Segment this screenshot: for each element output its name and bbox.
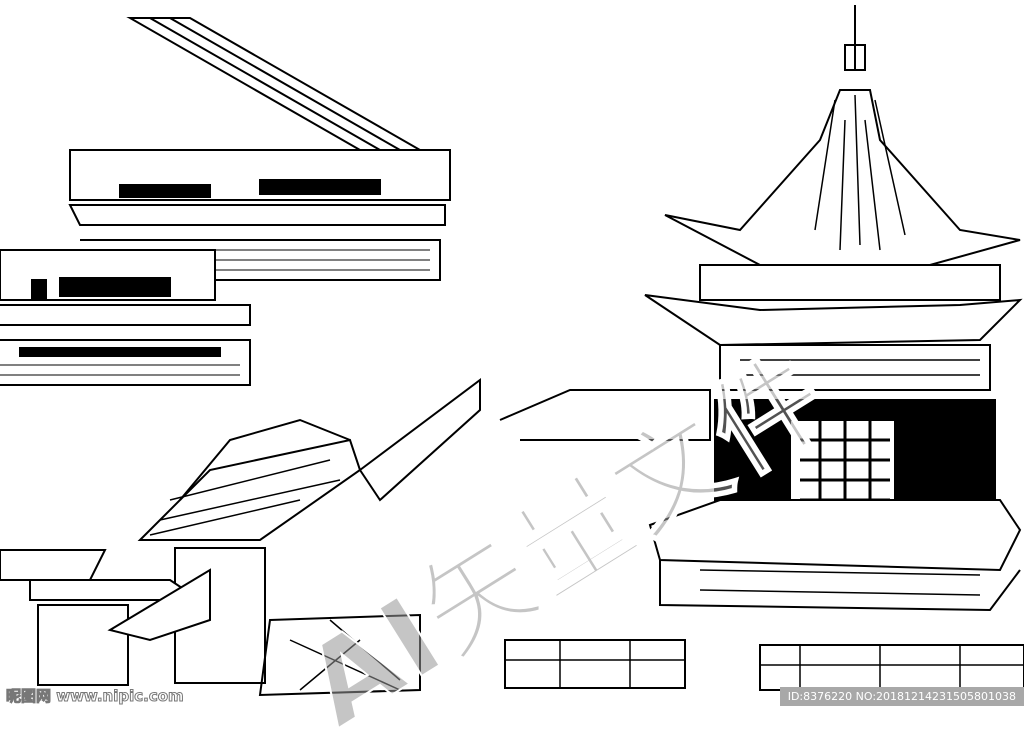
balcony-lower	[0, 249, 251, 386]
id-label: ID:8376220 NO:20181214231505801038	[779, 687, 1024, 706]
site-label: 昵图网 www.nipic.com	[6, 687, 185, 706]
pagoda	[644, 5, 1023, 612]
balcony-upper	[68, 17, 451, 281]
architecture-line-art	[0, 5, 1024, 697]
hall-complex	[0, 378, 481, 697]
